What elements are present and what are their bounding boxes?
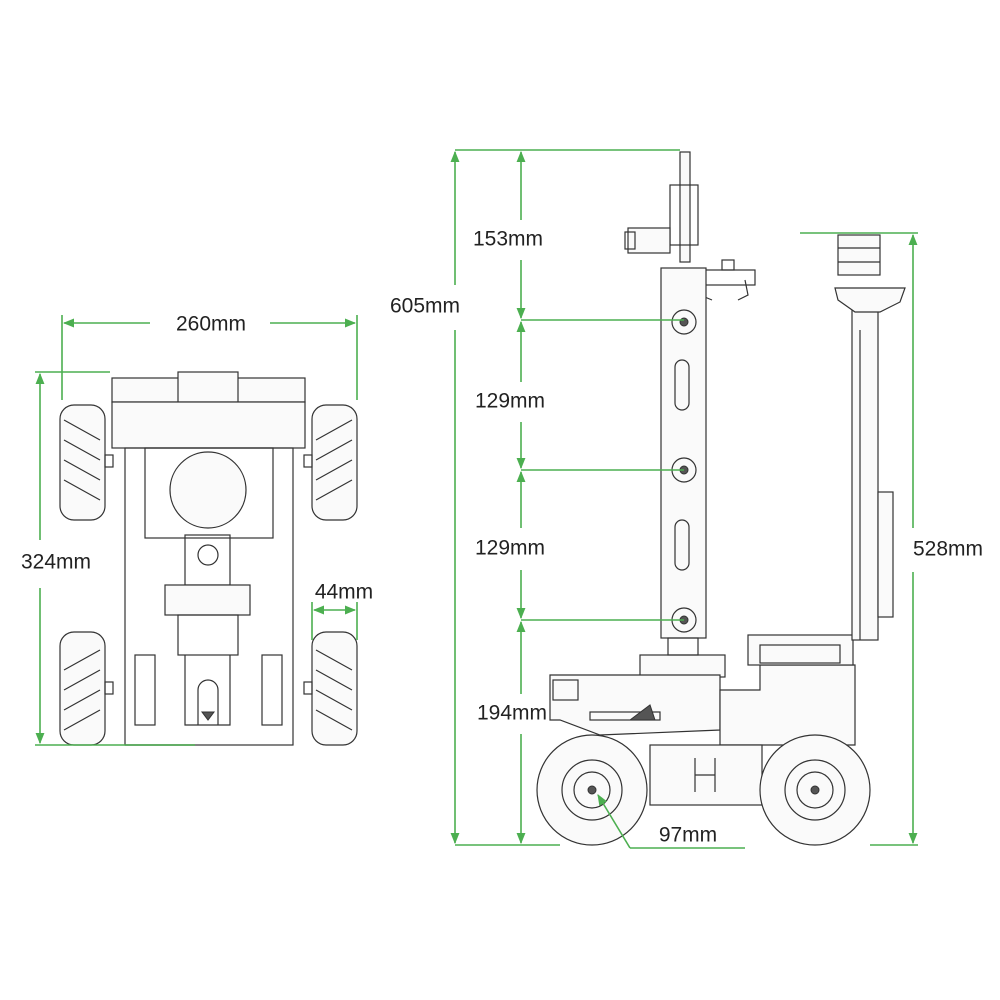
dimension-total-height: [450, 149, 680, 846]
screen: [877, 491, 894, 618]
turntable-motor: [169, 451, 247, 529]
top-view-wheels: [59, 404, 358, 746]
side-view-wheels: [536, 734, 871, 846]
wheel-radius-label: 97mm: [659, 824, 717, 847]
total-height-label: 605mm: [390, 295, 460, 318]
segment-label-1: 153mm: [473, 228, 543, 251]
top-view-robot: [59, 371, 358, 746]
wheel-width-label: 44mm: [315, 581, 373, 604]
length-label: 324mm: [21, 551, 91, 574]
dimension-mast-height: [800, 232, 918, 846]
segment-label-2: 129mm: [475, 390, 545, 413]
mast-height-label: 528mm: [913, 538, 983, 561]
segment-label-3: 129mm: [475, 537, 545, 560]
dimension-arm-segments: [516, 150, 684, 845]
side-view-robot: [536, 151, 906, 846]
segment-label-4: 194mm: [477, 702, 547, 725]
dimension-wheel-radius: [597, 794, 745, 849]
width-label: 260mm: [176, 313, 246, 336]
lidar: [837, 234, 881, 276]
dimension-wheel-width: [311, 602, 358, 640]
dimension-width: [61, 315, 358, 400]
dimension-length: [35, 371, 195, 746]
